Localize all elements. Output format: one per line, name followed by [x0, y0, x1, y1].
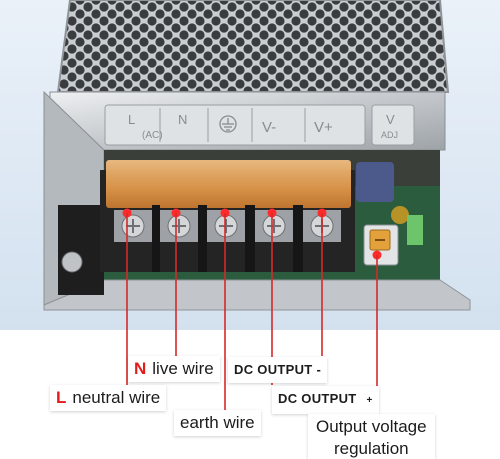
- dc-output-plus-sign: +: [366, 395, 373, 406]
- callout-dc-output-minus: DC OUTPUT -: [228, 357, 328, 383]
- live-wire-text: live wire: [152, 359, 214, 378]
- plate-adj: ADJ: [381, 130, 398, 140]
- ground-symbol-icon: [219, 115, 237, 133]
- plate-v-adj: V: [386, 112, 395, 127]
- callout-output-voltage: Output voltage regulation: [308, 414, 435, 459]
- capacitor: [356, 162, 394, 202]
- cap-component: [391, 206, 409, 224]
- callout-dc-output-plus: DC OUTPUT +: [272, 386, 379, 414]
- live-wire-marker: N: [134, 359, 147, 378]
- left-bracket: [58, 205, 104, 295]
- dc-output-plus-text: DC OUTPUT: [278, 391, 357, 406]
- plate-v-minus: V-: [262, 119, 276, 136]
- terminal-cover: [106, 160, 351, 208]
- plate-v-plus: V+: [314, 119, 333, 136]
- power-supply-photo: L N (AC) V- V+ V ADJ: [0, 0, 500, 330]
- earth-wire-text: earth wire: [180, 413, 255, 432]
- output-voltage-line1: Output voltage: [316, 417, 427, 436]
- v-adj-plate: V ADJ: [371, 104, 415, 146]
- neutral-wire-text: neutral wire: [72, 388, 161, 407]
- terminal-screws: [114, 210, 341, 242]
- plate-l: L: [128, 112, 135, 127]
- label-plate: L N (AC) V- V+: [104, 104, 366, 146]
- plate-ac: (AC): [142, 130, 163, 141]
- perforated-top-cover: [56, 0, 450, 93]
- output-voltage-line2: regulation: [333, 439, 409, 458]
- terminal-dividers: [152, 205, 303, 272]
- neutral-wire-marker: L: [56, 388, 67, 407]
- terminal-block: [100, 160, 355, 272]
- callout-earth-wire: earth wire: [174, 410, 261, 436]
- left-screw-icon: [61, 251, 83, 273]
- plate-n: N: [178, 112, 187, 127]
- green-component: [407, 215, 423, 245]
- dc-output-minus-text: DC OUTPUT -: [234, 362, 322, 377]
